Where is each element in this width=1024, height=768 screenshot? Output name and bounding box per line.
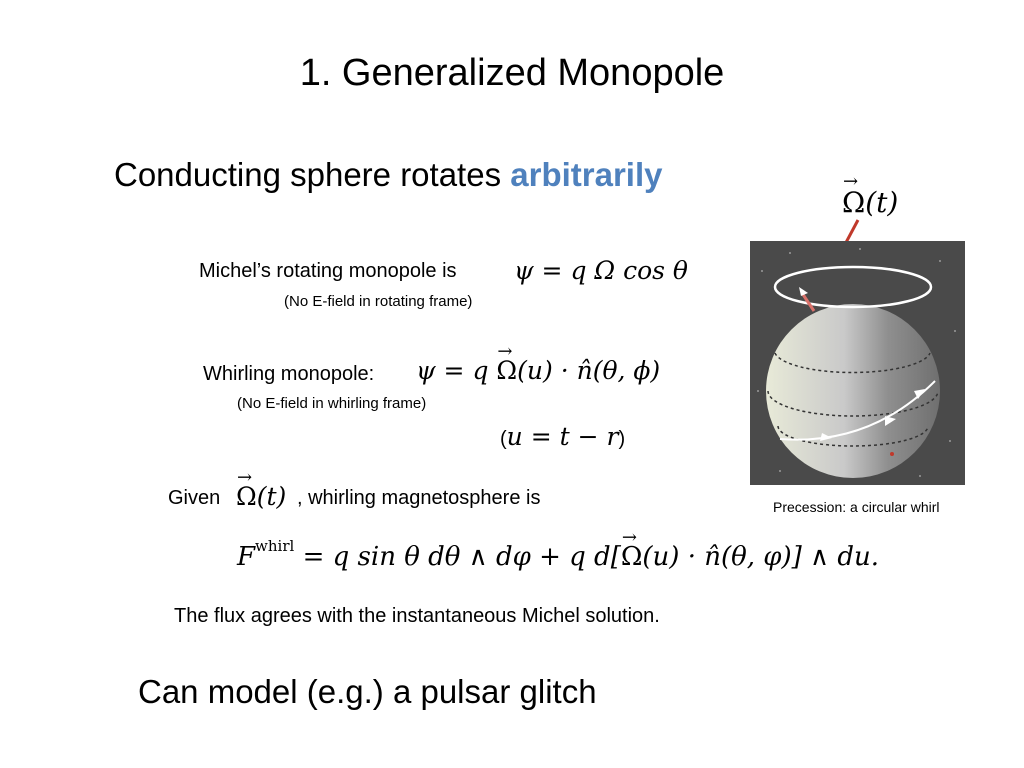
omega-vector: Ω: [236, 467, 257, 511]
field-superscript: whirl: [255, 537, 295, 555]
given-omega: Ω(t): [236, 467, 287, 511]
u-definition: (u = t − r): [500, 422, 625, 451]
u-equation: u = t − r: [506, 422, 619, 451]
omega-vector: Ω: [842, 171, 865, 219]
michel-equation: ψ = q Ω cos θ: [514, 256, 688, 285]
subtitle-text: Conducting sphere rotates: [114, 156, 511, 193]
whirling-note: (No E-field in whirling frame): [237, 395, 427, 412]
field-part2: (u) · n̂(θ, φ)] ∧ du.: [642, 542, 880, 572]
sphere-body: [766, 304, 940, 478]
sphere-figure: [750, 241, 965, 485]
figure-omega-label: Ω(t): [842, 171, 899, 219]
michel-note: (No E-field in rotating frame): [284, 293, 473, 310]
whirling-rhs: (u) · n̂(θ, ϕ): [517, 356, 661, 385]
slide-subtitle: Conducting sphere rotates arbitrarily: [114, 156, 663, 194]
whirling-equation: ψ = q Ω(u) · n̂(θ, ϕ): [416, 341, 661, 385]
whirling-label: Whirling monopole:: [203, 363, 375, 385]
field-equation: Fwhirl = q sin θ dθ ∧ dφ + q d[Ω(u) · n̂…: [237, 527, 880, 572]
field-part1: = q sin θ dθ ∧ dφ + q d[: [294, 542, 621, 572]
precession-circle: [773, 265, 933, 309]
given-suffix: , whirling magnetosphere is: [297, 487, 541, 509]
figure-caption: Precession: a circular whirl: [773, 499, 940, 515]
paren-close: ): [618, 428, 626, 450]
flux-note: The flux agrees with the instantaneous M…: [174, 605, 660, 627]
omega-vector: Ω: [496, 341, 517, 385]
bottom-text: Can model (e.g.) a pulsar glitch: [138, 673, 597, 710]
paren-open: (: [500, 428, 507, 450]
given-label: Given: [168, 487, 221, 509]
omega-vector: Ω: [621, 527, 643, 572]
figure-omega-arg: (t): [865, 186, 899, 219]
michel-label: Michel’s rotating monopole is: [199, 260, 457, 282]
field-F: F: [237, 542, 256, 572]
subtitle-highlight: arbitrarily: [510, 156, 663, 193]
slide-title: 1. Generalized Monopole: [299, 52, 725, 94]
given-omega-arg: (t): [256, 482, 287, 511]
whirling-lhs: ψ = q: [416, 356, 497, 385]
